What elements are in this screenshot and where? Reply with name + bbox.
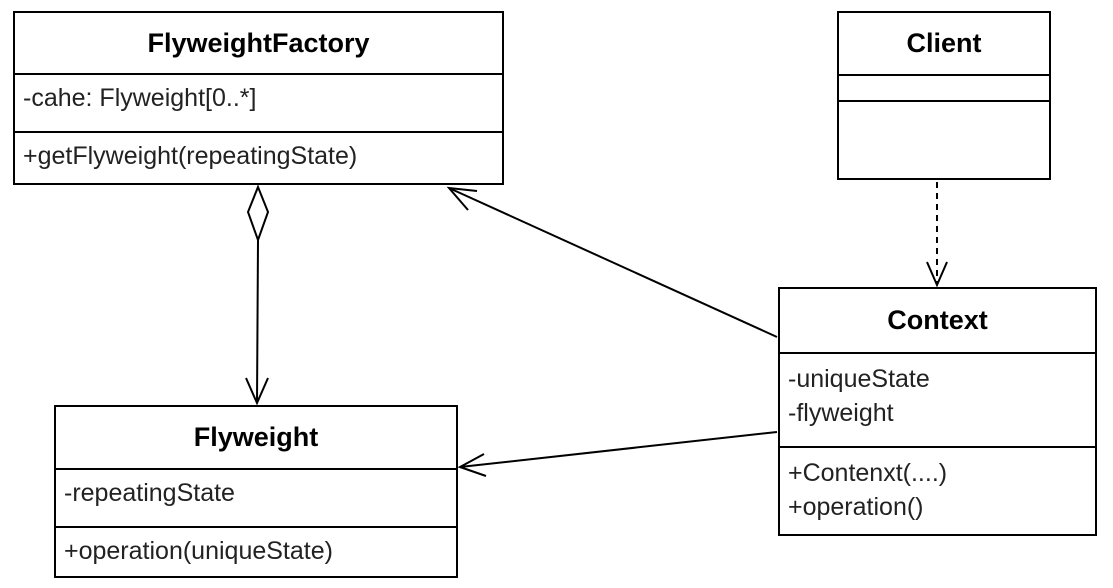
attribute: -repeatingState: [64, 479, 235, 507]
operation: +operation(): [788, 493, 924, 521]
class-client[interactable]: Client: [837, 11, 1051, 180]
association-context-factory: [446, 186, 778, 338]
operations-section: +getFlyweight(repeatingState): [15, 133, 502, 183]
class-context[interactable]: Context -uniqueState -flyweight +Contenx…: [778, 287, 1097, 536]
operation: +Contenxt(....): [788, 459, 948, 487]
class-name: Client: [839, 13, 1049, 76]
attributes-section: [839, 76, 1049, 102]
class-flyweight[interactable]: Flyweight -repeatingState +operation(uni…: [54, 405, 458, 578]
association-context-flyweight: [457, 431, 778, 477]
operations-section: [839, 102, 1049, 178]
class-name: FlyweightFactory: [15, 13, 502, 75]
class-name: Flyweight: [56, 407, 456, 470]
operations-section: +operation(uniqueState): [56, 528, 456, 576]
attribute: -cahe: Flyweight[0..*]: [23, 84, 257, 112]
open-arrowhead-icon: [457, 453, 487, 477]
aggregation-factory-flyweight: [245, 184, 270, 406]
class-flyweight-factory[interactable]: FlyweightFactory -cahe: Flyweight[0..*] …: [13, 11, 504, 185]
operation: +getFlyweight(repeatingState): [23, 142, 358, 170]
class-name: Context: [780, 289, 1095, 354]
dependency-client-context: [926, 182, 948, 288]
attribute: -uniqueState: [788, 365, 930, 393]
attributes-section: -cahe: Flyweight[0..*]: [15, 75, 502, 133]
open-arrowhead-icon: [245, 377, 269, 406]
open-arrowhead-icon: [446, 186, 478, 211]
operation: +operation(uniqueState): [64, 537, 333, 565]
open-arrowhead-icon: [926, 261, 948, 288]
attributes-section: -uniqueState -flyweight: [780, 354, 1095, 448]
operations-section: +Contenxt(....) +operation(): [780, 448, 1095, 534]
aggregation-diamond-icon: [246, 184, 270, 243]
attributes-section: -repeatingState: [56, 470, 456, 528]
attribute: -flyweight: [788, 399, 894, 427]
